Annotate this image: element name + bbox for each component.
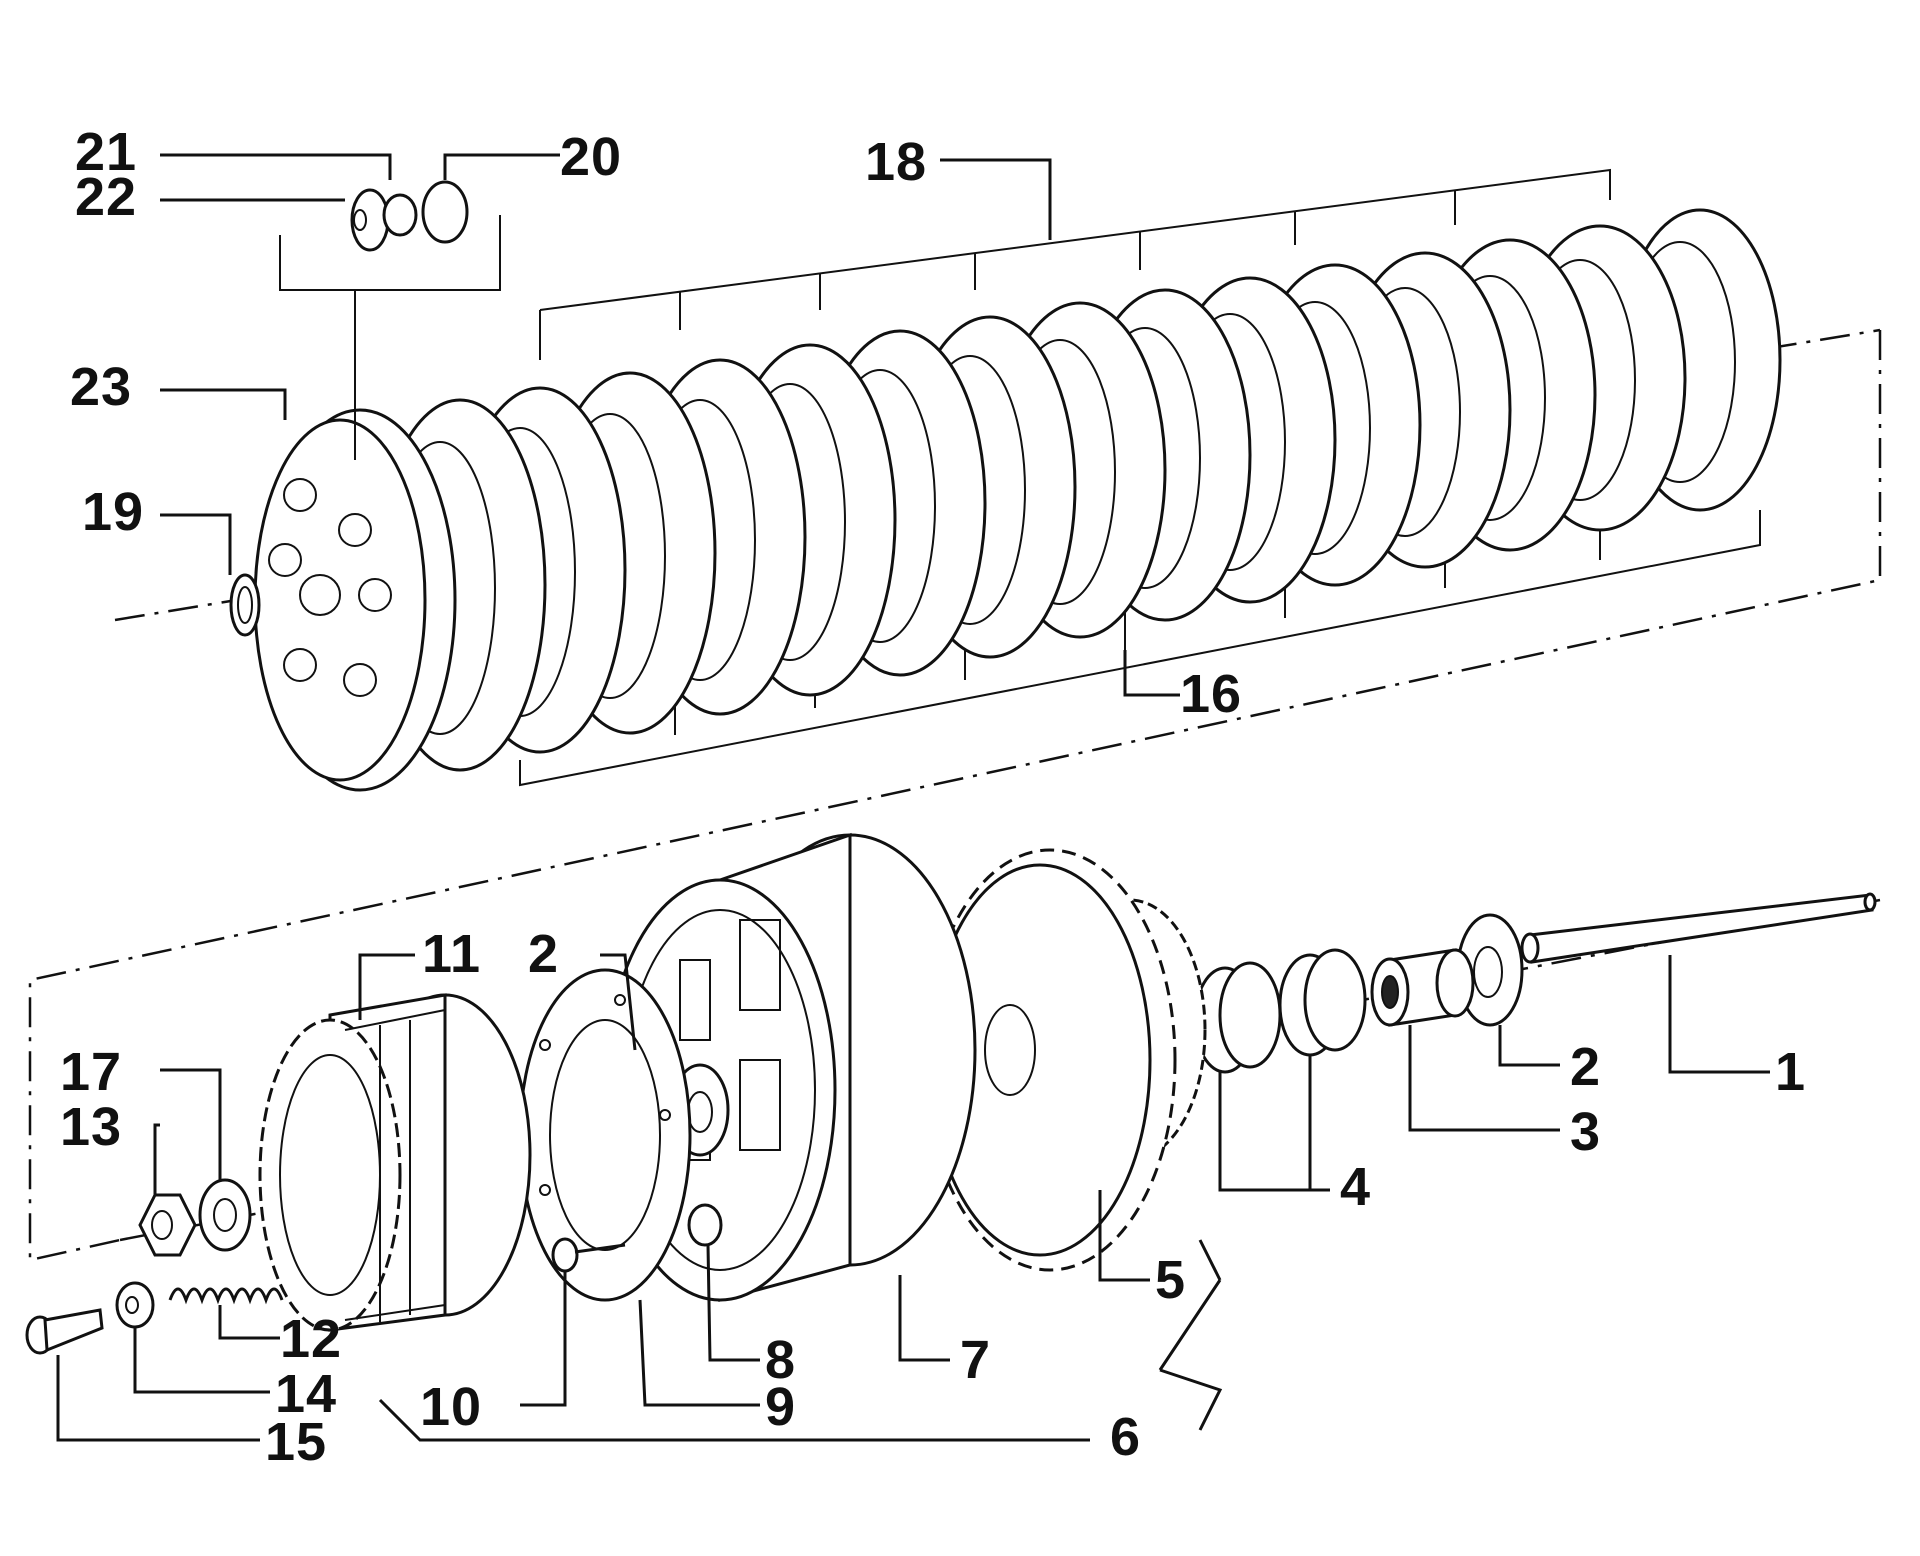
callout-2-left: 2 xyxy=(528,924,559,984)
shaft-1 xyxy=(1520,892,1877,964)
leader-14 xyxy=(133,1327,270,1394)
callout-18: 18 xyxy=(865,132,927,192)
clutch-plate-stack xyxy=(373,208,1782,772)
bracket-18 xyxy=(539,158,1611,360)
leader-2-right xyxy=(1498,1025,1560,1067)
leader-7 xyxy=(898,1275,950,1362)
leader-10 xyxy=(520,1270,567,1407)
callout-12: 12 xyxy=(280,1309,342,1369)
leader-1 xyxy=(1668,955,1770,1074)
callout-14: 14 xyxy=(275,1364,337,1424)
callout-13: 13 xyxy=(60,1097,122,1157)
needle-bearings-4 xyxy=(1193,948,1367,1074)
leader-13 xyxy=(153,1123,160,1195)
callout-5: 5 xyxy=(1155,1250,1186,1310)
leader-2-left xyxy=(600,953,637,1051)
callout-23: 23 xyxy=(70,357,132,417)
parts-20-21-22 xyxy=(279,180,501,460)
circlip-19 xyxy=(229,573,261,637)
callout-19: 19 xyxy=(82,482,144,542)
clutch-hub-11 xyxy=(258,993,532,1332)
spring-12 xyxy=(168,1287,284,1305)
callout-3: 3 xyxy=(1570,1102,1601,1162)
callout-8: 8 xyxy=(765,1330,796,1390)
nut-13 xyxy=(138,1193,197,1257)
leader-8 xyxy=(706,1244,760,1362)
callout-9: 9 xyxy=(765,1377,796,1437)
callout-22: 22 xyxy=(75,167,137,227)
washer-14 xyxy=(115,1281,155,1329)
callout-17: 17 xyxy=(60,1042,122,1102)
bolt-10 xyxy=(551,1237,626,1273)
pressure-plate-23 xyxy=(253,408,457,792)
leader-19 xyxy=(160,513,232,575)
washer-17 xyxy=(198,1178,252,1252)
leader-23 xyxy=(160,388,287,420)
leader-3 xyxy=(1408,1025,1560,1132)
callout-6: 6 xyxy=(1110,1407,1141,1467)
callout-1: 1 xyxy=(1775,1042,1806,1102)
callout-7: 7 xyxy=(960,1330,991,1390)
leader-11 xyxy=(358,953,415,1020)
leader-9 xyxy=(638,1299,760,1407)
callout-11: 11 xyxy=(422,924,481,984)
leader-21 xyxy=(160,153,392,180)
lower-axis-connector xyxy=(28,330,1882,1262)
callout-2-right: 2 xyxy=(1570,1037,1601,1097)
leader-17 xyxy=(160,1068,222,1180)
callout-20: 20 xyxy=(560,127,622,187)
callout-21: 21 xyxy=(75,122,137,182)
spring-clip-8 xyxy=(687,1203,723,1247)
callout-15: 15 xyxy=(265,1412,327,1472)
leader-5 xyxy=(1098,1190,1150,1282)
callout-16: 16 xyxy=(1180,664,1242,724)
sprocket-gear-5 xyxy=(923,848,1207,1272)
plate-9 xyxy=(518,968,692,1302)
callout-10: 10 xyxy=(420,1377,482,1437)
callout-4: 4 xyxy=(1340,1157,1371,1217)
bracket-6 xyxy=(378,1239,1223,1442)
screw-15 xyxy=(25,1308,104,1355)
leader-4 xyxy=(1218,1070,1330,1192)
leader-15 xyxy=(56,1355,260,1442)
leader-20 xyxy=(443,153,560,180)
spacer-3 xyxy=(1370,948,1475,1027)
leader-12 xyxy=(218,1305,280,1340)
